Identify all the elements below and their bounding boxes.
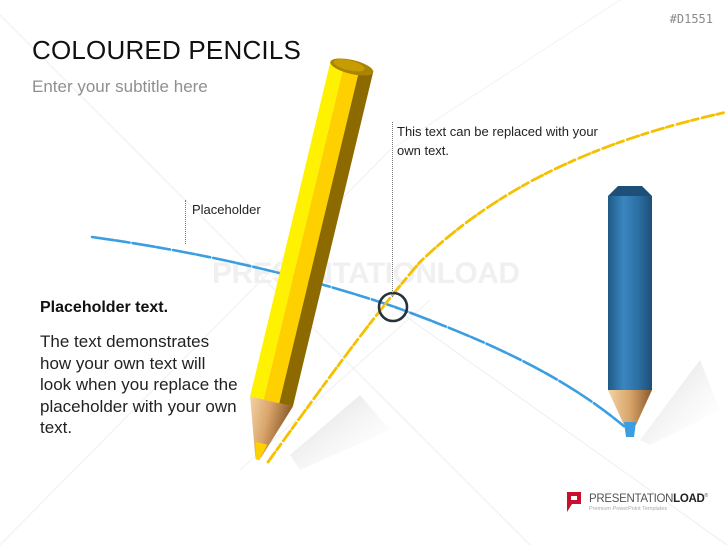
yellow-stroke-line [266, 110, 727, 464]
page-title[interactable]: COLOURED PENCILS [32, 35, 302, 65]
body-text[interactable]: The text demonstrates how your own text … [40, 332, 238, 437]
blue-stroke-line [90, 235, 634, 435]
body-heading[interactable]: Placeholder text. [40, 299, 169, 316]
callout-text[interactable]: This text can be replaced with your own … [397, 124, 598, 158]
blue-pencil [608, 186, 652, 437]
watermark: PRESENTATIONLOAD [212, 257, 520, 290]
callout-leader-line-1 [392, 122, 393, 297]
callout-placeholder[interactable]: Placeholder [192, 202, 261, 217]
subtitle[interactable]: Enter your subtitle here [32, 77, 208, 96]
logo-name: PRESENTATIONLOAD® [589, 492, 708, 505]
intersection-circle [377, 291, 409, 323]
presentationload-logo: PRESENTATIONLOAD® Premium PowerPoint Tem… [565, 490, 708, 514]
logo-tagline: Premium PowerPoint Templates [589, 505, 668, 512]
logo-speech-icon [567, 492, 581, 512]
slide-code: #D1551 [669, 12, 713, 26]
yellow-pencil [250, 58, 374, 461]
callout-leader-line-2 [185, 200, 186, 244]
